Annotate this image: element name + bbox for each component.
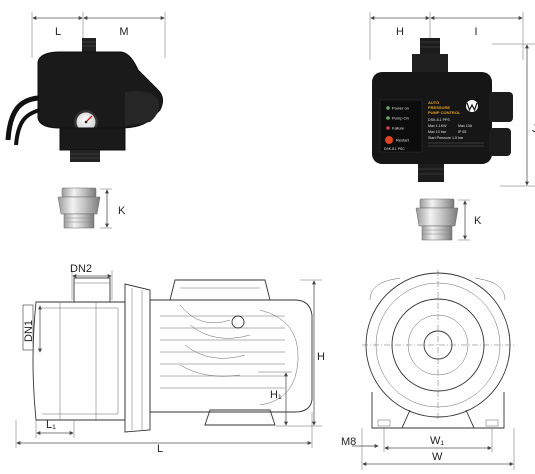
spec-line-2: Max 10A	[458, 124, 473, 128]
dim-label-dn2: DN2	[70, 263, 92, 275]
dim-label-l: L	[157, 443, 163, 455]
pump-base	[204, 409, 276, 426]
dim-label-l1: L₁	[46, 419, 56, 431]
foot-right	[465, 392, 505, 429]
spec-line-3: Max 10 bar	[428, 130, 447, 134]
pump-front-drawing: M8 W₁ W	[341, 270, 515, 470]
failure-led-icon	[386, 126, 390, 130]
pump-led-icon	[386, 116, 390, 120]
foot-left	[371, 392, 411, 429]
label-power-on: Power on	[392, 106, 409, 111]
dim-label-i: I	[474, 26, 477, 38]
power-cable	[5, 95, 39, 141]
pump-flange	[124, 283, 151, 433]
motor-fins	[149, 299, 313, 413]
hex-nut	[57, 196, 101, 215]
dim-label-dn1: DN1	[23, 320, 35, 342]
fitting-left: K	[57, 187, 126, 229]
title-line-1: AUTO	[428, 100, 439, 105]
dim-label-h-top: H	[396, 26, 404, 38]
cable-gland	[231, 315, 245, 329]
spec-line-5: Start Pressure 1.5 bar	[428, 136, 464, 140]
fitting-right: K	[415, 198, 482, 241]
model-label: DSK-8.1 PSC	[384, 147, 405, 151]
controller-front-view: H I Power on Pump On Failure Restart DSK…	[369, 12, 535, 187]
spec-model: DSK-8.1 PPS	[428, 118, 450, 122]
label-restart: Restart	[396, 138, 410, 143]
label-failure: Failure	[392, 126, 405, 131]
dim-label-w1: W₁	[430, 435, 444, 447]
dim-label-h-pump: H	[317, 351, 325, 363]
pump-side-drawing: DN2 DN1	[15, 263, 325, 455]
spec-line-4: IP 65	[458, 130, 466, 134]
dim-label-m: M	[119, 26, 128, 38]
dim-label-k-right: K	[474, 215, 482, 227]
spec-line-1: Max 1.1KW	[428, 124, 447, 128]
terminal-box	[169, 279, 271, 301]
dim-label-h1: H₁	[270, 389, 282, 401]
restart-button[interactable]	[385, 136, 393, 144]
top-outlet	[82, 38, 96, 52]
dim-label-m8: M8	[341, 436, 356, 448]
bottom-inlet	[70, 150, 100, 162]
power-led-icon	[386, 106, 390, 110]
title-line-2: PRESSURE	[428, 105, 450, 110]
dim-label-k-left: K	[118, 205, 126, 217]
dim-label-l: L	[55, 26, 61, 38]
pump-casing	[32, 301, 126, 421]
title-line-3: PUMP CONTROL	[428, 110, 461, 115]
dim-label-w: W	[432, 451, 443, 463]
controller-side-view: L M	[5, 12, 166, 162]
label-pump-on: Pump On	[392, 116, 409, 121]
dim-label-j: J	[532, 123, 535, 135]
